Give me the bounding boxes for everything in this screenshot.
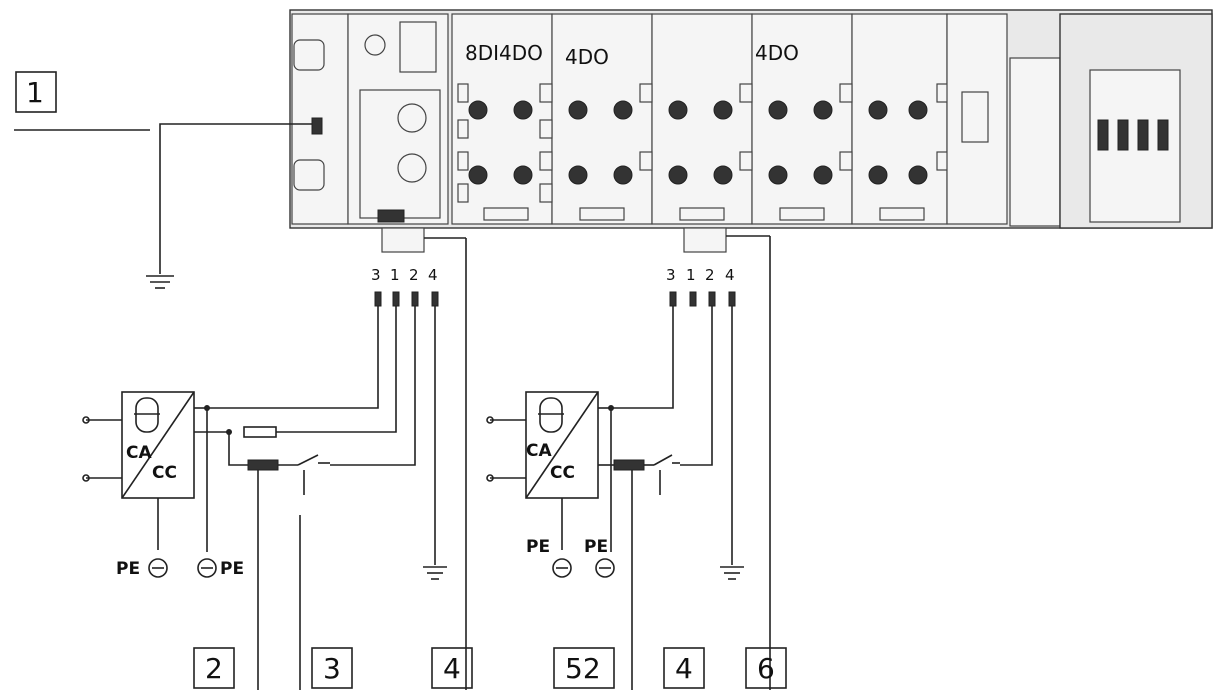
- pin-right-2: 2: [705, 266, 715, 284]
- callout-1: 1: [26, 76, 44, 109]
- io-rack: [289, 9, 1213, 229]
- callout-2: 2: [205, 652, 223, 685]
- status-leds: [457, 83, 950, 203]
- callout-boxes: [15, 71, 787, 689]
- psu-right-dc: CC: [550, 463, 575, 483]
- pin-left-1: 1: [390, 266, 400, 284]
- callout-4-left: 4: [443, 652, 461, 685]
- pin-right-4: 4: [725, 266, 735, 284]
- callout-52: 52: [565, 652, 601, 685]
- terminal-strips: [483, 207, 925, 221]
- module-label-8di4do: 8DI4DO: [465, 41, 543, 65]
- io-connectors: [468, 100, 928, 185]
- pin-left-2: 2: [409, 266, 419, 284]
- pin-right-3: 3: [666, 266, 676, 284]
- module-label-4do-a: 4DO: [565, 45, 609, 69]
- pin-left-4: 4: [428, 266, 438, 284]
- psu-right-pe-a: PE: [526, 537, 550, 557]
- rack-ground: [14, 123, 312, 289]
- module-label-4do-b: 4DO: [755, 41, 799, 65]
- pin-right-1: 1: [686, 266, 696, 284]
- io-modules: [451, 13, 948, 225]
- callout-6: 6: [757, 652, 775, 685]
- psu-left-dc: CC: [152, 463, 177, 483]
- pins-right: 3 1 2 4: [666, 266, 735, 284]
- psu-right-ac: CA: [526, 441, 552, 461]
- callout-3: 3: [323, 652, 341, 685]
- pins-left: 3 1 2 4: [371, 266, 438, 284]
- right-circuit: [486, 227, 771, 690]
- callout-4-right: 4: [675, 652, 693, 685]
- psu-left-ac: CA: [126, 443, 152, 463]
- psu-left-pe-b: PE: [220, 559, 244, 579]
- psu-left-pe-a: PE: [116, 559, 140, 579]
- left-circuit: [82, 227, 467, 690]
- psu-right-pe-b: PE: [584, 537, 608, 557]
- pin-left-3: 3: [371, 266, 381, 284]
